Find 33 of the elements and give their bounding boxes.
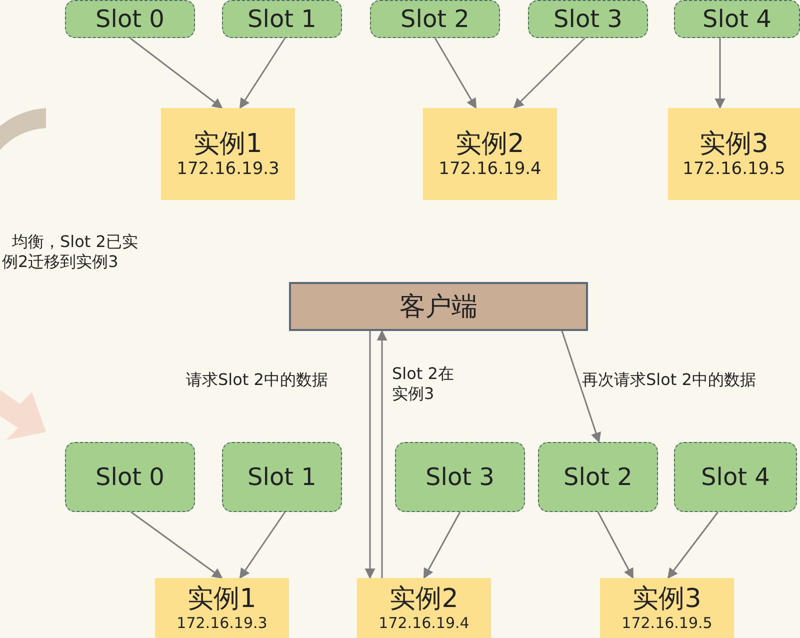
arrow	[513, 37, 586, 109]
instance-box: 实例3 172.16.19.5	[668, 108, 800, 200]
slot-box: Slot 2	[538, 442, 658, 512]
slot-box: Slot 2	[370, 0, 500, 38]
instance-box: 实例1 172.16.19.3	[155, 578, 289, 638]
arrow	[714, 38, 726, 110]
arrow	[434, 38, 477, 109]
slot-box: Slot 4	[674, 442, 797, 512]
client-box: 客户端	[289, 282, 588, 331]
edge-label: 请求Slot 2中的数据	[186, 370, 328, 390]
arrow	[376, 330, 388, 578]
edge-label: 再次请求Slot 2中的数据	[582, 370, 756, 390]
arrow	[239, 38, 286, 109]
instance-box: 实例1 172.16.19.3	[161, 108, 295, 200]
arrow	[423, 512, 461, 579]
slot-box: Slot 3	[395, 442, 525, 512]
instance-box: 实例3 172.16.19.5	[600, 578, 734, 638]
slot-box: Slot 3	[528, 0, 648, 38]
arrow	[130, 511, 223, 579]
arrow	[561, 330, 601, 443]
arrow	[364, 331, 376, 580]
slot-box: Slot 0	[65, 442, 195, 512]
slot-box: Slot 0	[65, 0, 195, 38]
slot-box: Slot 1	[222, 0, 342, 38]
note-text: 均衡，Slot 2已实例2迁移到实例3	[2, 232, 138, 272]
instance-box: 实例2 172.16.19.4	[423, 108, 557, 200]
slot-box: Slot 4	[674, 0, 800, 38]
arrow	[239, 512, 286, 579]
arrow	[667, 512, 719, 579]
slot-box: Slot 1	[222, 442, 342, 512]
arrow	[130, 37, 223, 109]
instance-box: 实例2 172.16.19.4	[357, 578, 491, 638]
arrow	[597, 512, 634, 579]
